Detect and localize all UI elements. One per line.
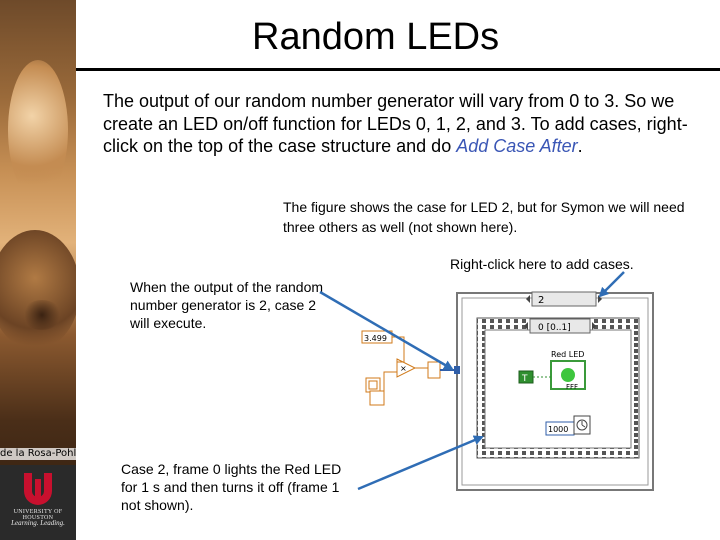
- true-constant[interactable]: T: [518, 370, 534, 384]
- add-case-after-link[interactable]: Add Case After: [456, 136, 578, 156]
- multiply-constant-value: 3.499: [364, 334, 387, 343]
- case-selector-label: 2: [538, 295, 544, 306]
- right-click-arrow: [598, 271, 625, 298]
- case-selector-terminal[interactable]: [454, 366, 460, 374]
- case-execute-annotation: When the output of the random number gen…: [130, 279, 324, 331]
- sequence-selector[interactable]: 0 [0..1]: [524, 318, 596, 334]
- sequence-selector-label: 0 [0..1]: [538, 323, 571, 333]
- uh-logo-icon: [24, 473, 52, 505]
- case-execute-arrow: [319, 290, 454, 371]
- multiply-function[interactable]: ×: [396, 358, 417, 378]
- timer-clock-icon: [576, 419, 588, 431]
- wait-timer[interactable]: 1000: [545, 415, 591, 436]
- case-frame-arrow: [357, 435, 484, 491]
- slide-title: Random LEDs: [252, 16, 500, 58]
- true-constant-label: T: [521, 374, 528, 384]
- dataflow-wires: [383, 336, 457, 391]
- round-function[interactable]: [427, 361, 441, 379]
- wait-ms-value: 1000: [548, 425, 568, 434]
- annotation-arrows: [319, 271, 625, 491]
- figure-note: The figure shows the case for LED 2, but…: [283, 199, 685, 235]
- cougar-nose: [22, 300, 62, 330]
- title-underline: [76, 68, 720, 71]
- led-value: FFF: [566, 383, 578, 391]
- cougar-fur-shadow: [0, 230, 76, 350]
- logo-tagline: Learning. Leading.: [11, 519, 65, 527]
- case-frame-annotation: Case 2, frame 0 lights the Red LED for 1…: [121, 461, 342, 513]
- right-click-annotation: Right-click here to add cases.: [450, 256, 634, 272]
- author-label: de la Rosa-Pohl: [0, 448, 76, 460]
- intro-paragraph: The output of our random number generato…: [103, 90, 703, 158]
- university-logo: UNIVERSITY OF HOUSTON Learning. Leading.: [0, 465, 76, 540]
- intro-text: The output of our random number generato…: [103, 91, 688, 156]
- logo-university-name: UNIVERSITY OF HOUSTON: [13, 509, 63, 521]
- intro-end: .: [577, 136, 583, 156]
- led-label: Red LED: [551, 350, 584, 359]
- case-selector[interactable]: 2: [526, 291, 602, 307]
- random-number-icon[interactable]: [365, 377, 385, 406]
- led-light: [561, 368, 575, 382]
- svg-text:×: ×: [400, 364, 407, 373]
- red-led-indicator[interactable]: FFF: [550, 360, 586, 391]
- cougar-fur-highlight: [8, 60, 68, 200]
